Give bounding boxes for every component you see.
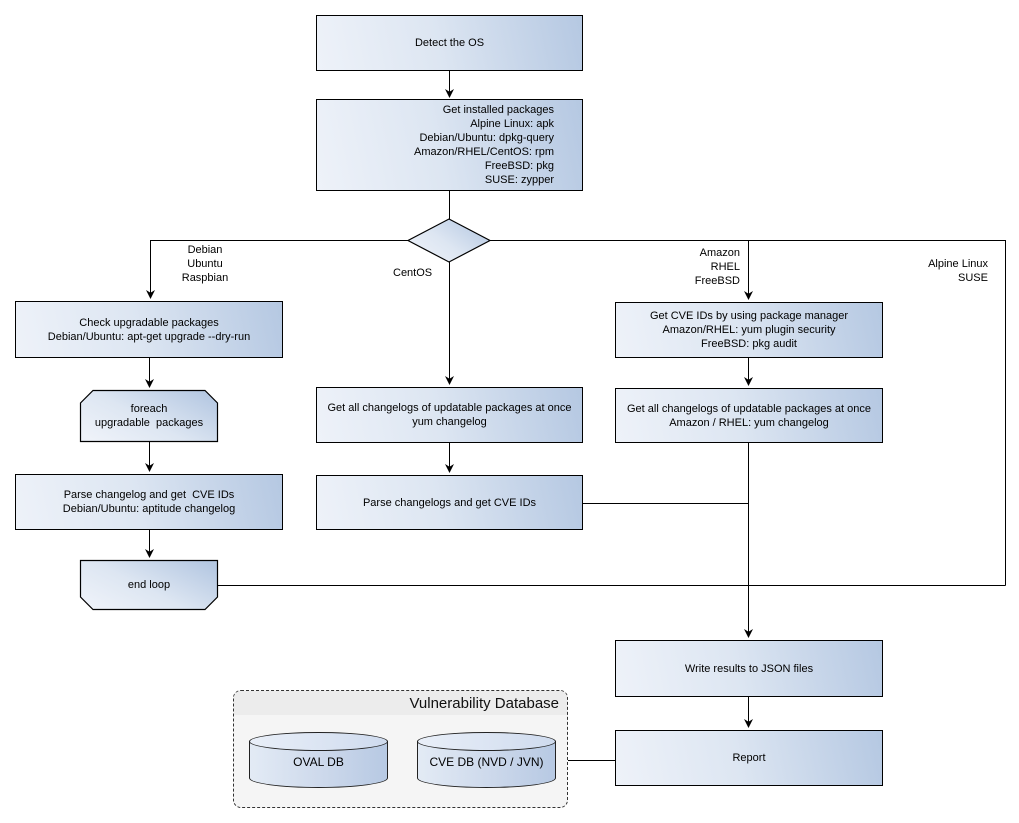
node-text: Amazon/RHEL: yum plugin security: [662, 324, 836, 336]
vulnerability-database-title: Vulnerability Database: [234, 691, 567, 715]
node-text: Check upgradable packages: [79, 316, 219, 329]
foreach-loop-shape: [79, 389, 219, 443]
node-write-results-json: Write results to JSON files: [615, 640, 883, 697]
branch-label-debian-ubuntu-raspbian: Debian Ubuntu Raspbian: [150, 243, 260, 285]
node-text: yum changelog: [412, 416, 487, 428]
node-text: Get all changelogs of updatable packages…: [327, 402, 572, 414]
branch-label-line: RHEL: [710, 261, 740, 273]
node-report: Report: [615, 730, 883, 786]
node-get-cve-ids-package-manager: Get CVE IDs by using package manager Ama…: [615, 302, 883, 358]
node-text: upgradable packages: [94, 417, 204, 429]
node-text: Debian/Ubuntu: dpkg-query: [419, 132, 554, 144]
node-text: Debian/Ubuntu: apt-get upgrade --dry-run: [47, 330, 251, 343]
node-text: Write results to JSON files: [684, 662, 814, 675]
branch-label-amazon-rhel-freebsd: Amazon RHEL FreeBSD: [655, 246, 740, 288]
node-text: end loop: [127, 579, 171, 591]
branch-label-line: FreeBSD: [694, 275, 740, 287]
branch-label-line: Ubuntu: [187, 258, 223, 270]
node-text: Alpine Linux: apk: [470, 118, 554, 130]
branch-label-line: SUSE: [958, 272, 988, 284]
node-text: SUSE: zypper: [484, 174, 554, 186]
connector-lines: [145, 71, 1006, 761]
node-text: Report: [732, 752, 766, 764]
cve-db-label: CVE DB (NVD / JVN): [429, 755, 544, 769]
cylinder-top: [249, 732, 388, 751]
branch-label-centos: CentOS: [393, 267, 433, 279]
oval-db-cylinder: OVAL DB: [249, 732, 388, 788]
node-text: Amazon/RHEL/CentOS: rpm: [414, 146, 554, 158]
cve-db-cylinder: CVE DB (NVD / JVN): [417, 732, 556, 788]
node-text: Amazon / RHEL: yum changelog: [669, 416, 829, 429]
branch-label-line: Debian: [187, 244, 223, 256]
node-detect-os: Detect the OS: [316, 15, 583, 71]
branch-label-line: Raspbian: [181, 272, 229, 284]
branch-label-line: Alpine Linux: [928, 258, 988, 270]
node-text: foreach: [130, 403, 168, 415]
node-get-installed-packages: Get installed packages Alpine Linux: apk…: [316, 99, 583, 191]
node-text: Parse changelogs and get CVE IDs: [362, 496, 537, 509]
node-check-upgradable-packages: Check upgradable packages Debian/Ubuntu:…: [15, 301, 283, 358]
oval-db-label: OVAL DB: [293, 755, 344, 769]
node-text: Get CVE IDs by using package manager: [649, 310, 849, 322]
node-text: FreeBSD: pkg audit: [701, 338, 797, 350]
branch-label-alpine-suse: Alpine Linux SUSE: [898, 257, 988, 285]
decision-diamond: [406, 218, 492, 263]
branch-label-line: Amazon: [699, 247, 740, 259]
node-parse-changelogs-centos: Parse changelogs and get CVE IDs: [316, 475, 583, 530]
vulnerability-database-container: Vulnerability Database OVAL DB CVE DB (N…: [233, 690, 568, 808]
node-get-changelogs-amazon-rhel: Get all changelogs of updatable packages…: [615, 388, 883, 443]
node-text: Detect the OS: [414, 37, 485, 49]
node-text: Get all changelogs of updatable packages…: [626, 402, 871, 415]
node-parse-changelog-left: Parse changelog and get CVE IDs Debian/U…: [15, 474, 283, 530]
cylinder-top: [417, 732, 556, 751]
end-loop-shape: [79, 559, 219, 611]
node-end-loop: end loop: [80, 560, 218, 610]
node-text: Get installed packages: [442, 104, 554, 116]
node-foreach-upgradable-packages: foreach upgradable packages: [80, 390, 218, 442]
node-text: FreeBSD: pkg: [484, 160, 554, 172]
node-text: Debian/Ubuntu: aptitude changelog: [62, 503, 236, 515]
node-get-changelogs-centos: Get all changelogs of updatable packages…: [316, 387, 583, 443]
node-text: Parse changelog and get CVE IDs: [63, 489, 235, 501]
